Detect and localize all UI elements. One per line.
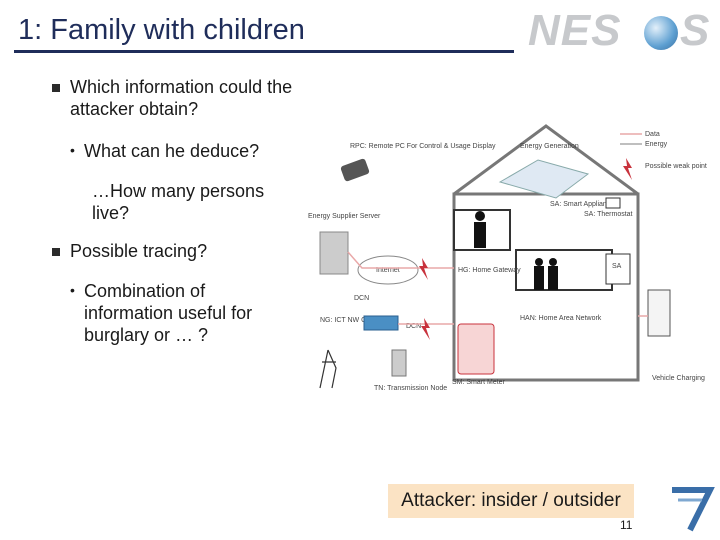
person-head-icon bbox=[475, 211, 485, 221]
internet-label: Internet bbox=[376, 267, 400, 274]
logo-wordmark-tail: S bbox=[680, 6, 710, 55]
appliance-icon bbox=[605, 253, 631, 285]
tn-label: TN: Transmission Node bbox=[374, 385, 447, 392]
esp-server-label: Energy Supplier Server bbox=[308, 213, 381, 220]
bullet-2: Possible tracing? bbox=[70, 241, 208, 261]
legend-data-label: Data bbox=[645, 131, 660, 138]
transmission-node-icon bbox=[391, 349, 407, 377]
legend-energy-label: Energy bbox=[645, 141, 668, 148]
person-icon bbox=[534, 266, 544, 290]
weak-point-icon bbox=[623, 158, 632, 180]
person-head-icon bbox=[535, 258, 543, 266]
ng-label: NG: ICT NW Gateway bbox=[320, 317, 389, 324]
person-icon bbox=[474, 222, 486, 248]
power-tower-icon bbox=[319, 349, 337, 389]
bullet-1: Which information could the attacker obt… bbox=[70, 77, 293, 119]
internet-cloud-icon bbox=[357, 255, 419, 285]
bullet-1-1-1: …How many persons live? bbox=[92, 181, 265, 223]
solar-panel-icon bbox=[498, 159, 590, 199]
sm-label: SM: Smart Meter bbox=[452, 379, 506, 386]
thermostat-icon bbox=[605, 197, 621, 209]
smart-home-diagram: Data Energy Possible weak point Energy G… bbox=[308, 124, 707, 392]
sa-box-label: SA bbox=[612, 263, 622, 270]
bullet-2-1: Combination of information useful for bu… bbox=[84, 281, 253, 345]
house-roof bbox=[453, 124, 639, 196]
legend-weak-label: Possible weak point bbox=[645, 163, 707, 170]
smart-meter-icon bbox=[457, 323, 495, 375]
ng-switch-icon bbox=[363, 315, 399, 331]
weak-point-icon bbox=[419, 258, 428, 280]
bullet-dot-icon: • bbox=[70, 142, 75, 158]
page-number: 11 bbox=[620, 518, 633, 532]
person-icon bbox=[548, 266, 558, 290]
fp7-logo-icon bbox=[672, 487, 715, 532]
attacker-box: Attacker: insider / outsider bbox=[388, 484, 634, 518]
nessos-logo: NES S bbox=[528, 6, 716, 58]
weak-point-icon bbox=[421, 318, 430, 340]
bullet-dot-icon: • bbox=[70, 282, 75, 298]
hg-label: HG: Home Gateway bbox=[458, 267, 521, 274]
dcn-label-2: DCN bbox=[406, 323, 421, 330]
sa-smart-label: SA: Smart Appliances bbox=[550, 201, 618, 208]
dcn-label-1: DCN bbox=[354, 295, 369, 302]
energy-gen-label: Energy Generation bbox=[520, 143, 579, 150]
rpc-label: RPC: Remote PC For Control & Usage Displ… bbox=[350, 143, 496, 150]
title-underline bbox=[14, 50, 514, 53]
han-label: HAN: Home Area Network bbox=[520, 315, 602, 322]
slide-title: 1: Family with children bbox=[18, 14, 305, 46]
sa-thermostat-label: SA: Thermostat bbox=[584, 211, 633, 218]
bullet-square-icon bbox=[52, 248, 60, 256]
person-head-icon bbox=[549, 258, 557, 266]
pda-icon bbox=[340, 158, 370, 182]
bullet-square-icon bbox=[52, 84, 60, 92]
logo-wordmark: NES bbox=[528, 6, 622, 55]
vehicle-charger-icon bbox=[647, 289, 671, 337]
globe-icon bbox=[644, 16, 678, 50]
server-icon bbox=[319, 231, 349, 275]
bullet-1-1: What can he deduce? bbox=[84, 141, 260, 161]
window-icon bbox=[515, 249, 613, 291]
vehicle-label: Vehicle Charging bbox=[652, 375, 705, 382]
